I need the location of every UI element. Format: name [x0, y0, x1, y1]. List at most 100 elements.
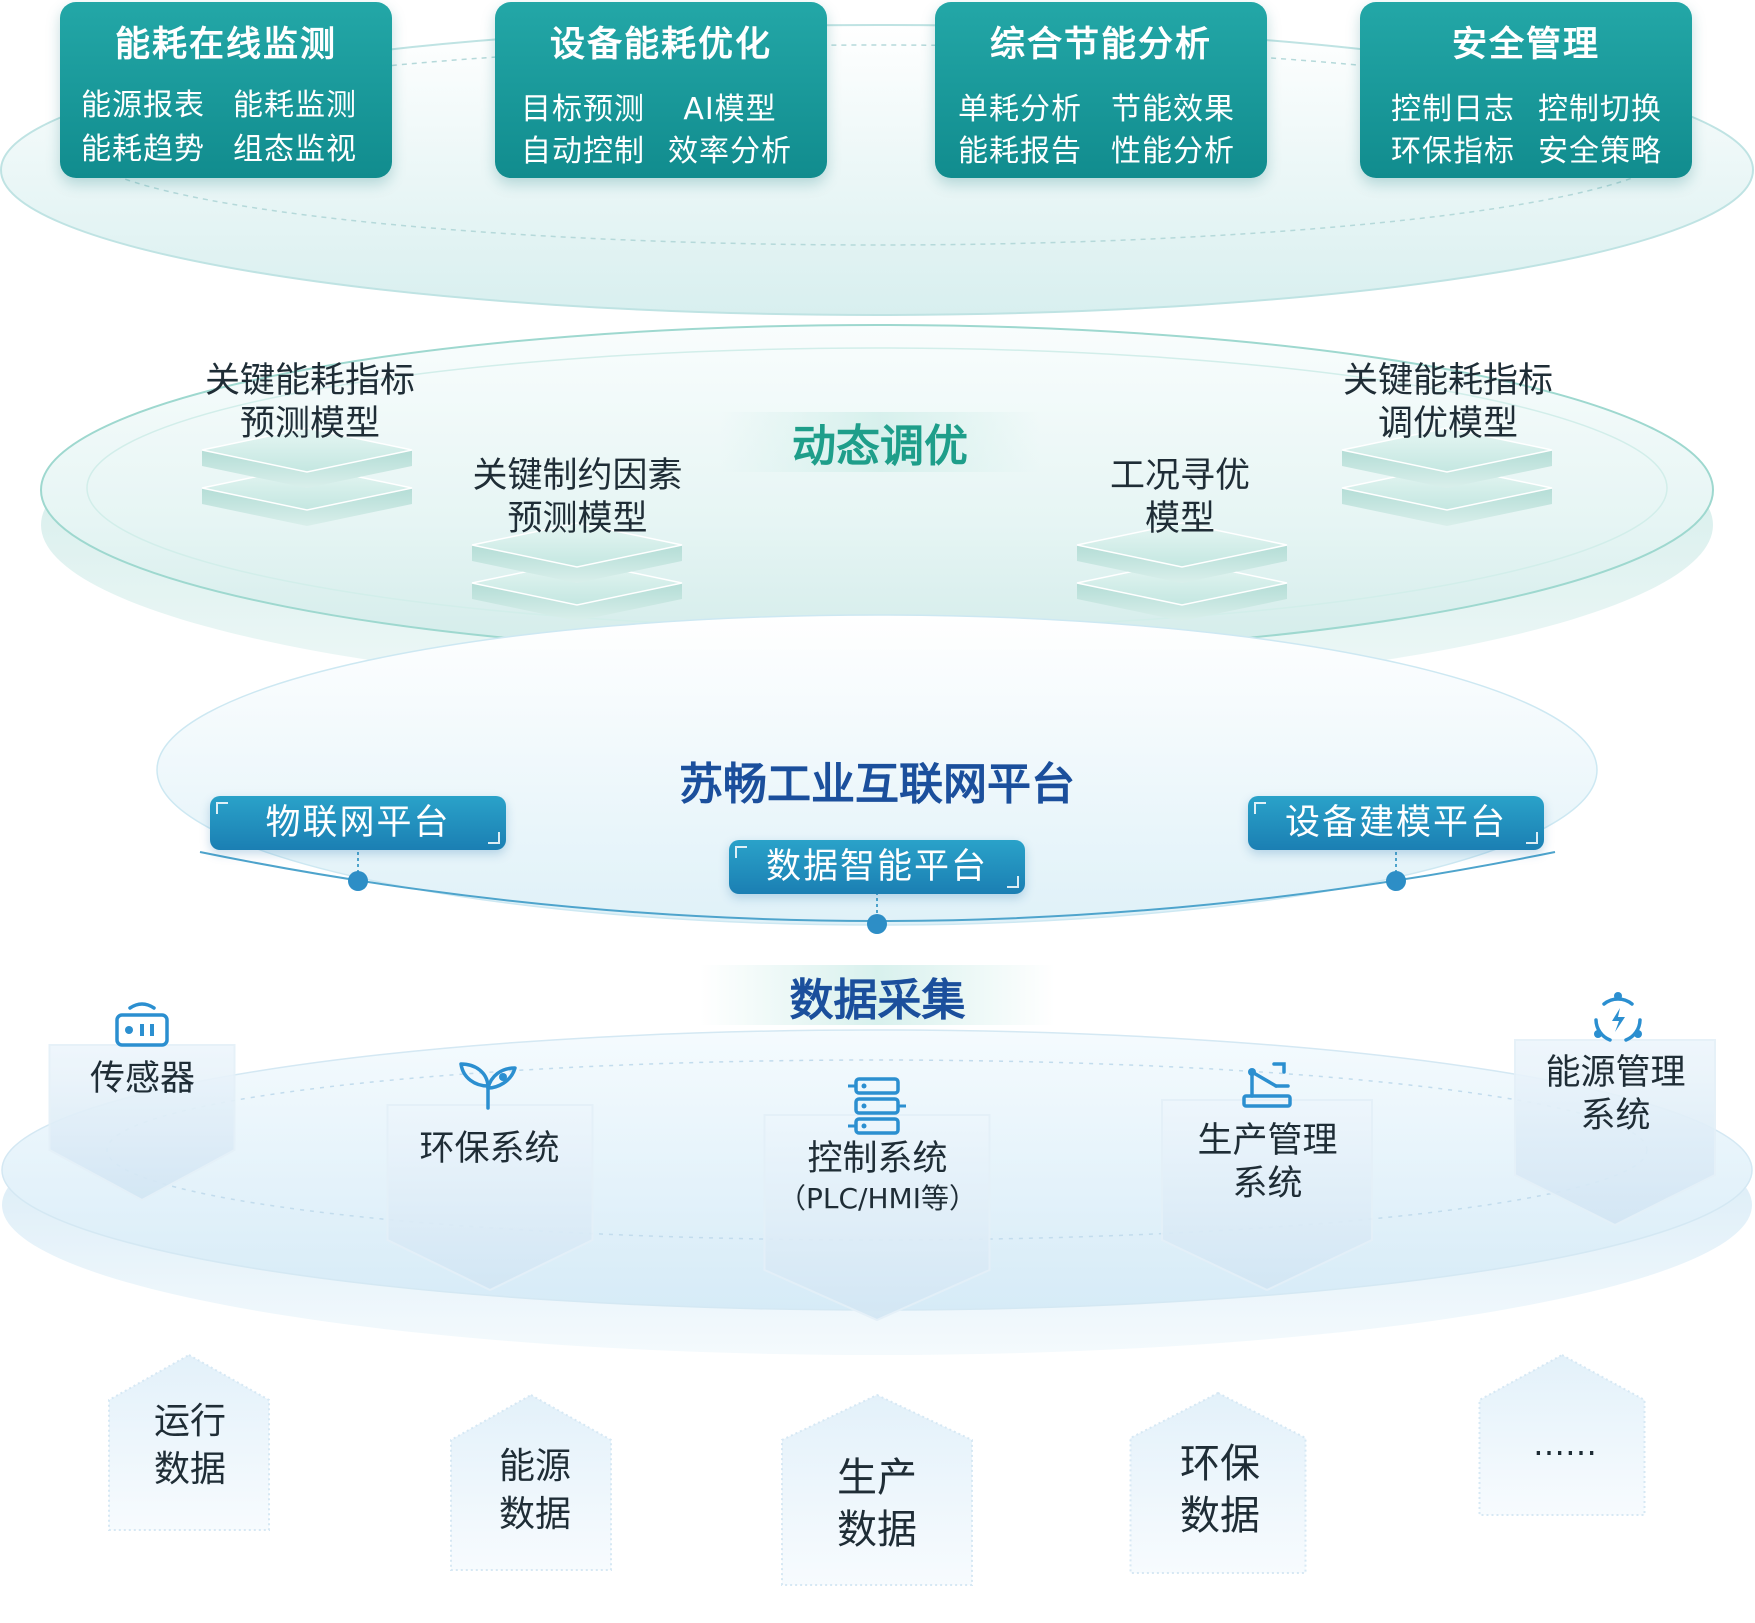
- model-label-line: 预测模型: [239, 404, 380, 444]
- data-hexagon: [1129, 1391, 1307, 1574]
- app-card-item[interactable]: 控制日志: [1391, 92, 1515, 127]
- model-label-line: 工况寻优: [1109, 456, 1250, 496]
- source-label-line: 系统: [1580, 1096, 1651, 1136]
- data-label-line: 生产: [837, 1455, 917, 1501]
- data-hexagon: [108, 1353, 270, 1531]
- model-label-line: 关键制约因素: [472, 456, 683, 496]
- data-label-more: ……: [1485, 1420, 1645, 1468]
- source-shield: [386, 1104, 594, 1292]
- model-label-line: 模型: [1144, 499, 1215, 539]
- data-label-line: 数据: [1180, 1493, 1260, 1539]
- pill-corner-decoration: [1526, 832, 1538, 844]
- source-shields: [48, 1039, 1716, 1322]
- app-card-item[interactable]: 能耗监测: [233, 88, 357, 123]
- source-label-line: 能源管理: [1545, 1053, 1686, 1093]
- data-label-line: 数据: [498, 1494, 571, 1535]
- data-hexagon: [1478, 1353, 1646, 1516]
- source-label-energy-system: 能源管理 系统: [1518, 1052, 1713, 1138]
- data-label-operation: 运行 数据: [110, 1398, 270, 1494]
- pill-data-intelligence-platform[interactable]: 数据智能平台: [729, 840, 1025, 894]
- model-label-line: 调优模型: [1377, 404, 1518, 444]
- app-card-title: 能耗在线监测: [114, 25, 337, 65]
- app-card-equipment-optimization[interactable]: 设备能耗优化 目标预测 AI模型 自动控制 效率分析: [495, 2, 827, 178]
- app-card-item[interactable]: 单耗分析: [958, 92, 1082, 127]
- pill-iot-platform[interactable]: 物联网平台: [210, 796, 506, 850]
- tuning-title: 动态调优: [792, 421, 968, 472]
- pill-equipment-modeling-platform[interactable]: 设备建模平台: [1248, 796, 1544, 850]
- data-label-energy: 能源 数据: [455, 1443, 615, 1539]
- app-card-item[interactable]: 组态监视: [233, 132, 357, 167]
- source-shield: [1514, 1039, 1716, 1227]
- source-label-line: 环保系统: [419, 1129, 560, 1169]
- robot-arm-icon: [1242, 1062, 1292, 1108]
- model-label-energy-tuning: 关键能耗指标 调优模型: [1318, 360, 1578, 446]
- data-label-line: 数据: [837, 1507, 917, 1553]
- platform-disc: [156, 614, 1598, 934]
- tuning-title-glow: [720, 412, 1040, 472]
- source-label-line: 生产管理: [1197, 1121, 1338, 1161]
- pill-corner-decoration: [1007, 876, 1019, 888]
- source-label-line: 控制系统: [807, 1139, 948, 1179]
- data-hexagon: [781, 1393, 973, 1586]
- model-label-line: 关键能耗指标: [1342, 361, 1553, 401]
- source-label-environmental-system: 环保系统: [397, 1128, 582, 1171]
- data-label-line: 运行: [153, 1401, 226, 1442]
- platform-title: 苏畅工业互联网平台: [679, 759, 1075, 810]
- app-card-item[interactable]: 环保指标: [1391, 134, 1515, 169]
- app-card-item[interactable]: 能耗趋势: [81, 132, 205, 167]
- model-label-constraint-prediction: 关键制约因素 预测模型: [445, 455, 710, 541]
- data-hexagons: [108, 1353, 1646, 1586]
- app-card-item[interactable]: 目标预测: [521, 92, 645, 127]
- source-label-production-system: 生产管理 系统: [1170, 1120, 1365, 1206]
- data-label-line: 环保: [1180, 1441, 1260, 1487]
- tuning-disc: [40, 324, 1714, 695]
- source-label-control-system: 控制系统 （PLC/HMI等）: [770, 1138, 985, 1217]
- sprout-icon: [459, 1062, 517, 1110]
- source-shield: [48, 1044, 236, 1202]
- data-label-line: 能源: [498, 1446, 571, 1487]
- model-label-condition-optimization: 工况寻优 模型: [1060, 455, 1300, 541]
- app-card-energy-analysis[interactable]: 综合节能分析 单耗分析 节能效果 能耗报告 性能分析: [935, 2, 1267, 178]
- energy-cycle-icon: [1594, 992, 1642, 1042]
- app-card-item[interactable]: 自动控制: [521, 134, 645, 169]
- app-card-title: 安全管理: [1451, 25, 1600, 65]
- app-card-item[interactable]: 能源报表: [81, 88, 205, 123]
- source-label-sensor: 传感器: [60, 1058, 225, 1101]
- app-card-energy-monitoring[interactable]: 能耗在线监测 能源报表 能耗监测 能耗趋势 组态监视: [60, 2, 392, 178]
- collection-title-glow: [700, 965, 1055, 1025]
- app-card-safety-management[interactable]: 安全管理 控制日志 控制切换 环保指标 安全策略: [1360, 2, 1692, 178]
- data-label-line: 数据: [153, 1449, 226, 1490]
- data-label-line: ……: [1533, 1425, 1597, 1463]
- app-card-item[interactable]: 效率分析: [668, 134, 792, 169]
- source-shield: [763, 1114, 991, 1322]
- model-label-line: 预测模型: [507, 499, 648, 539]
- model-slab-stack: [1341, 427, 1553, 526]
- pill-corner-decoration: [216, 802, 228, 814]
- collection-title: 数据采集: [789, 975, 966, 1026]
- model-label-line: 关键能耗指标: [204, 361, 415, 401]
- data-label-environmental: 环保 数据: [1140, 1438, 1300, 1542]
- model-slabs: [201, 427, 1553, 621]
- data-label-production: 生产 数据: [797, 1452, 957, 1556]
- server-rack-icon: [848, 1077, 906, 1135]
- app-card-title: 设备能耗优化: [549, 25, 772, 65]
- pill-corner-decoration: [1254, 802, 1266, 814]
- app-card-item[interactable]: 节能效果: [1111, 92, 1235, 127]
- app-card-item[interactable]: 能耗报告: [958, 134, 1082, 169]
- pill-corner-decoration: [488, 832, 500, 844]
- app-card-item[interactable]: 控制切换: [1538, 92, 1662, 127]
- model-label-energy-prediction: 关键能耗指标 预测模型: [180, 360, 440, 446]
- source-label-line: （PLC/HMI等）: [778, 1182, 977, 1215]
- app-card-item[interactable]: 性能分析: [1111, 134, 1235, 169]
- source-label-line: 系统: [1232, 1164, 1303, 1204]
- app-card-title: 综合节能分析: [989, 25, 1212, 65]
- app-card-item[interactable]: 安全策略: [1538, 134, 1662, 169]
- pill-corner-decoration: [735, 846, 747, 858]
- app-card-item[interactable]: AI模型: [683, 92, 777, 127]
- model-slab-stack: [201, 427, 413, 526]
- data-hexagon: [450, 1393, 612, 1571]
- source-shield: [1161, 1099, 1373, 1292]
- source-label-line: 传感器: [89, 1059, 195, 1099]
- model-slab-stack: [471, 522, 683, 621]
